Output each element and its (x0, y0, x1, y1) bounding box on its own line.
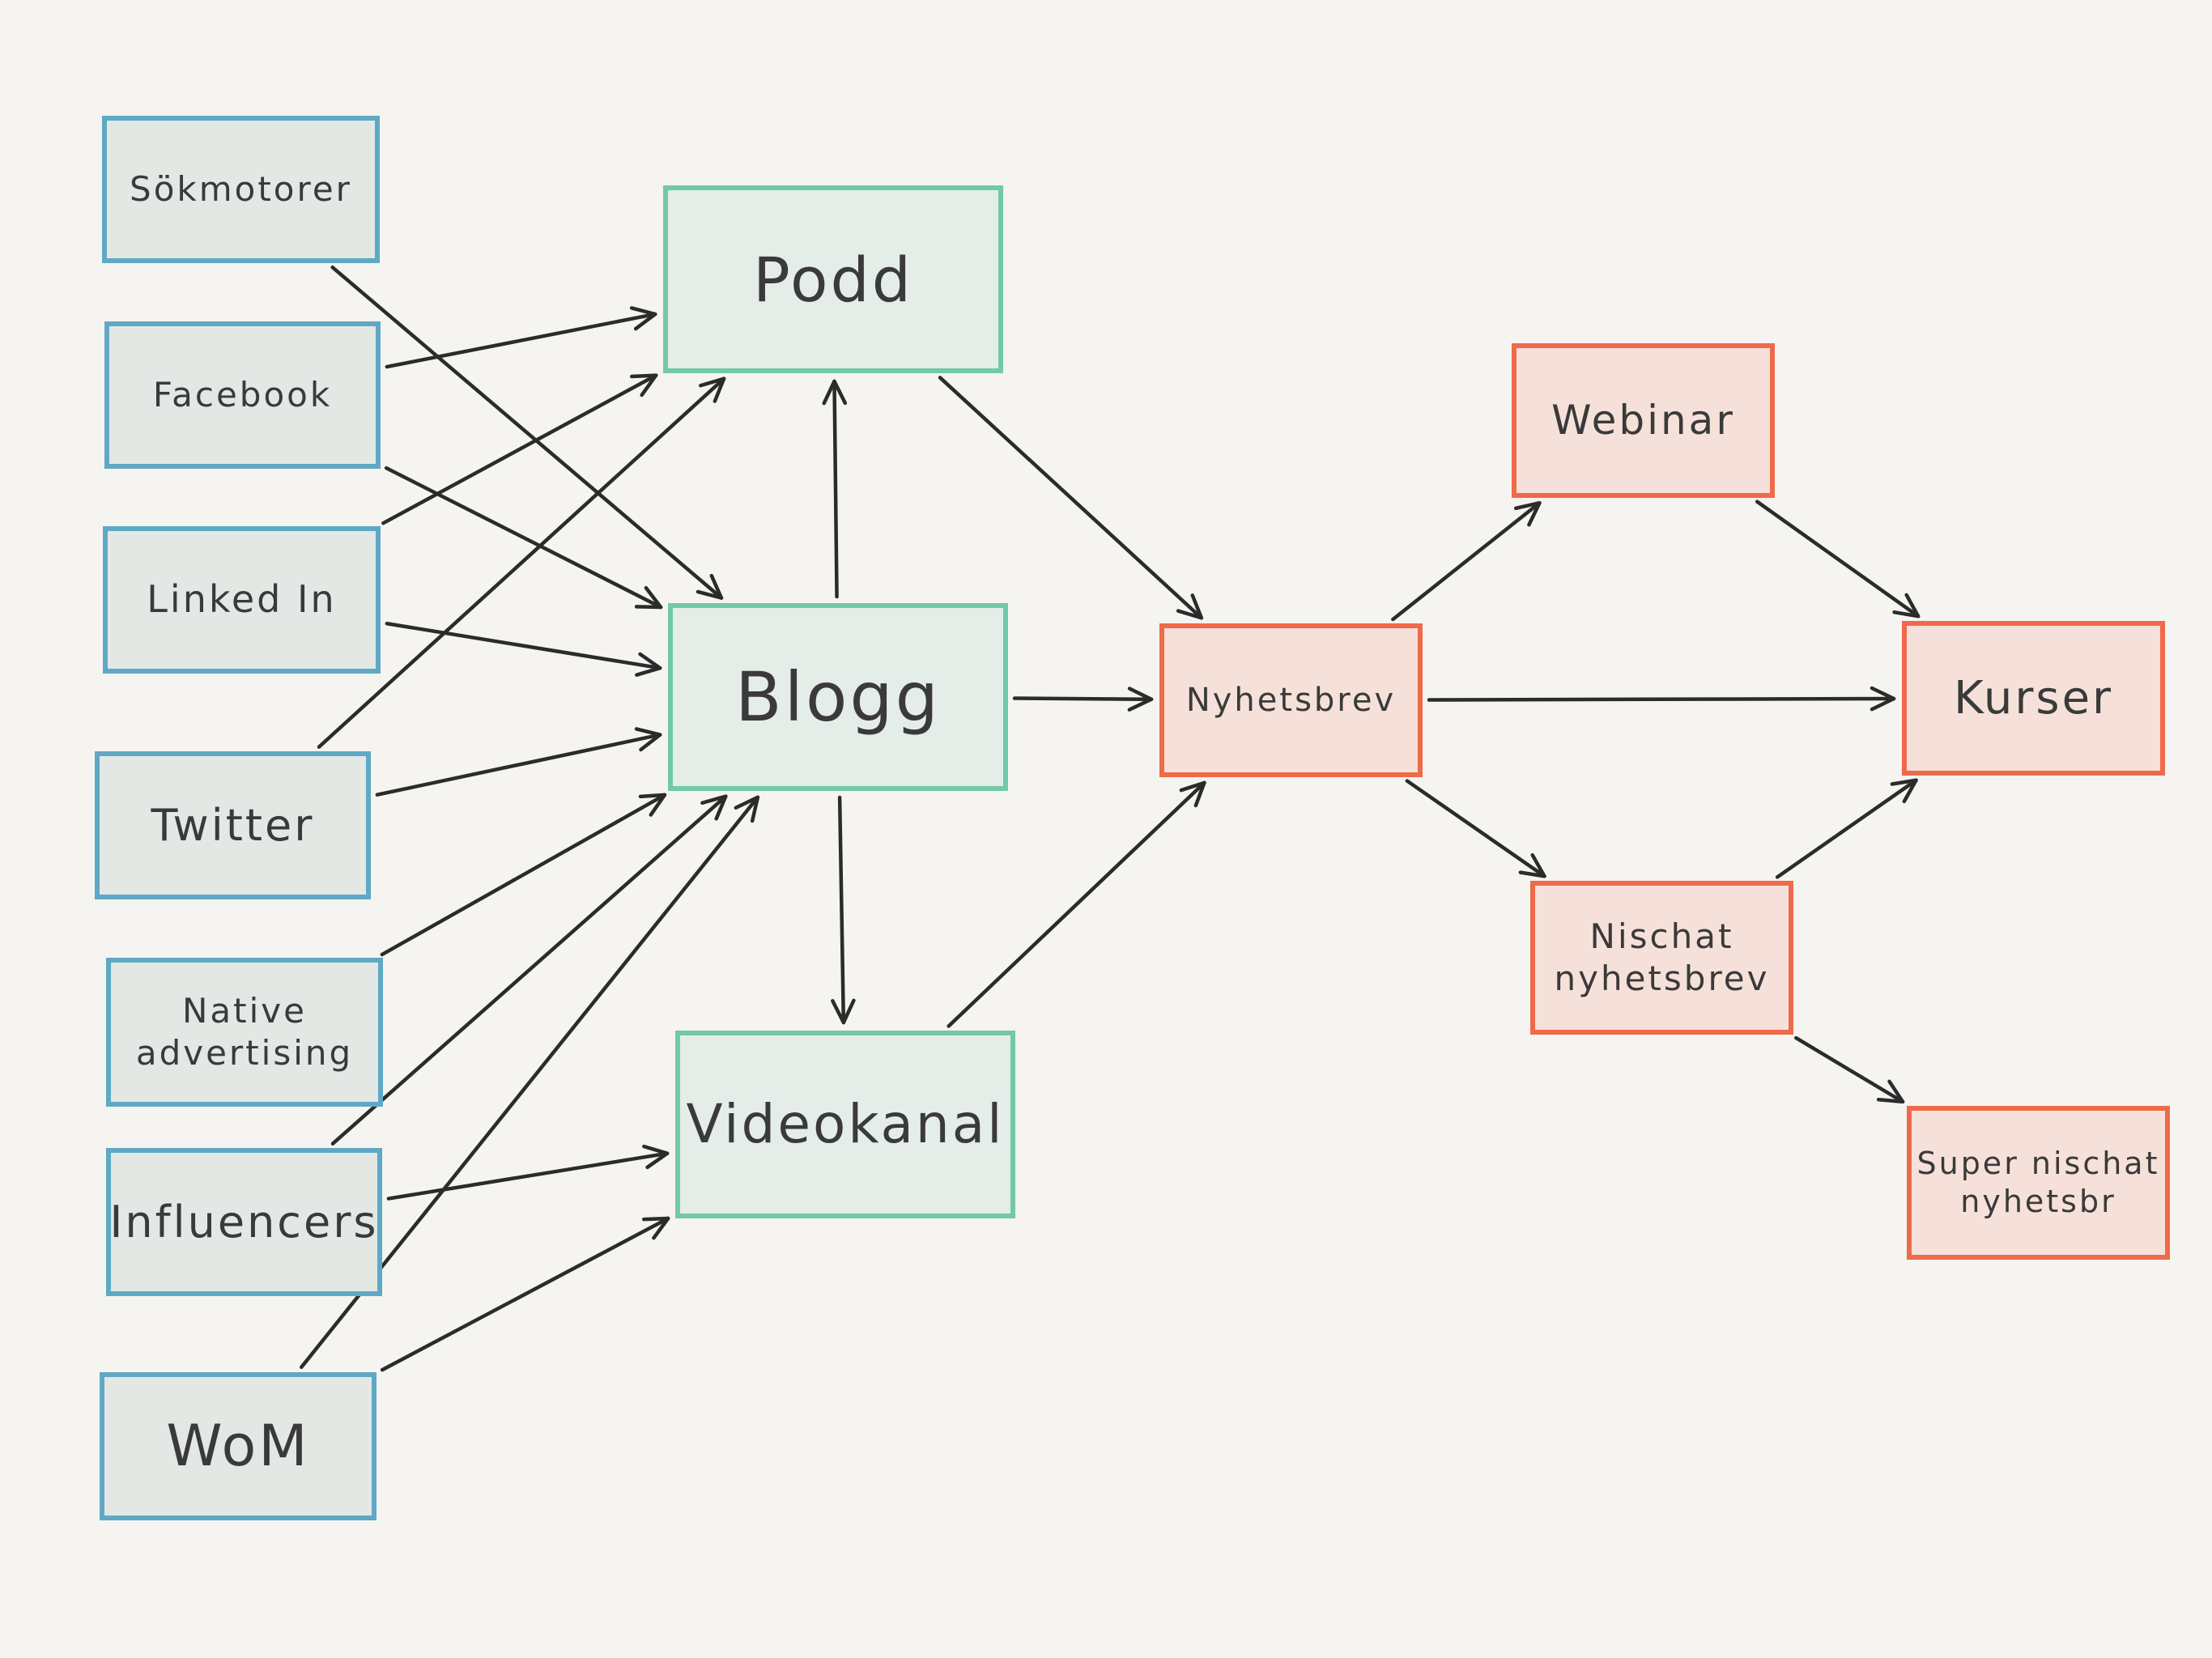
node-label: Videokanal (686, 1092, 1005, 1155)
node-videokanal: Videokanal (675, 1031, 1015, 1218)
node-native-advertising: Native advertising (106, 958, 383, 1107)
node-nischat-nyhetsbrev: Nischat nyhetsbrev (1530, 881, 1793, 1035)
arrow-wom-to-videokanal (380, 1216, 670, 1372)
node-super-nischat: Super nischat nyhetsbr (1907, 1106, 2170, 1260)
node-label: Facebook (152, 374, 333, 414)
node-label: Influencers (109, 1196, 379, 1248)
arrow-blogg-to-podd (822, 379, 848, 599)
arrow-webinar-to-kurser (1755, 500, 1921, 619)
node-podd: Podd (663, 185, 1003, 373)
arrow-nyhetsbrev-to-kurser (1427, 686, 1896, 712)
node-label: Podd (752, 243, 914, 316)
node-label: Blogg (735, 657, 941, 737)
arrow-nyhetsbrev-to-webinar (1391, 500, 1542, 622)
node-label: Nyhetsbrev (1185, 682, 1397, 719)
arrow-influencers-to-videokanal (386, 1144, 670, 1201)
node-label: WoM (166, 1412, 310, 1479)
arrow-native-to-blogg (380, 793, 667, 957)
node-label-line-1: Native (182, 990, 307, 1031)
arrow-linkedin-to-podd (381, 373, 658, 525)
node-label: Sökmotorer (130, 168, 352, 209)
node-influencers: Influencers (106, 1148, 382, 1296)
arrow-nischat-to-kurser (1775, 778, 1918, 879)
arrow-blogg-to-nyhetsbrev (1012, 687, 1154, 712)
arrow-podd-to-nyhetsbrev (938, 376, 1204, 620)
arrow-nyhetsbrev-to-nischat (1405, 779, 1546, 878)
node-facebook: Facebook (104, 321, 381, 469)
node-label: Linked In (147, 577, 337, 622)
node-label-line-2: nyhetsbr (1960, 1184, 2116, 1219)
arrow-twitter-to-podd (317, 376, 726, 749)
arrow-facebook-to-blogg (384, 466, 663, 610)
node-label: Kurser (1953, 671, 2114, 725)
arrow-twitter-to-blogg (375, 727, 662, 797)
arrow-influencers-to-blogg (330, 794, 728, 1146)
node-blogg: Blogg (668, 603, 1008, 791)
node-twitter: Twitter (95, 751, 371, 899)
node-sokmotorer: Sökmotorer (102, 116, 380, 263)
node-label-line-2: advertising (135, 1033, 354, 1073)
node-label-line-2: nyhetsbrev (1554, 959, 1770, 998)
node-label: Webinar (1551, 397, 1735, 444)
arrow-facebook-to-podd (385, 306, 657, 369)
node-nyhetsbrev: Nyhetsbrev (1159, 623, 1423, 777)
arrow-linkedin-to-blogg (385, 621, 662, 677)
node-wom: WoM (100, 1372, 376, 1520)
arrow-nischat-to-super_nischat (1794, 1035, 1905, 1104)
node-label: Twitter (151, 799, 315, 851)
node-kurser: Kurser (1902, 621, 2165, 776)
arrow-videokanal-to-nyhetsbrev (946, 780, 1206, 1028)
node-label-line-1: Nischat (1589, 916, 1734, 956)
arrow-blogg-to-videokanal (831, 795, 856, 1025)
node-label-line-1: Super nischat (1916, 1145, 2160, 1181)
node-linkedin: Linked In (103, 526, 381, 674)
arrow-sokmotorer-to-blogg (330, 265, 724, 600)
node-webinar: Webinar (1512, 343, 1775, 498)
